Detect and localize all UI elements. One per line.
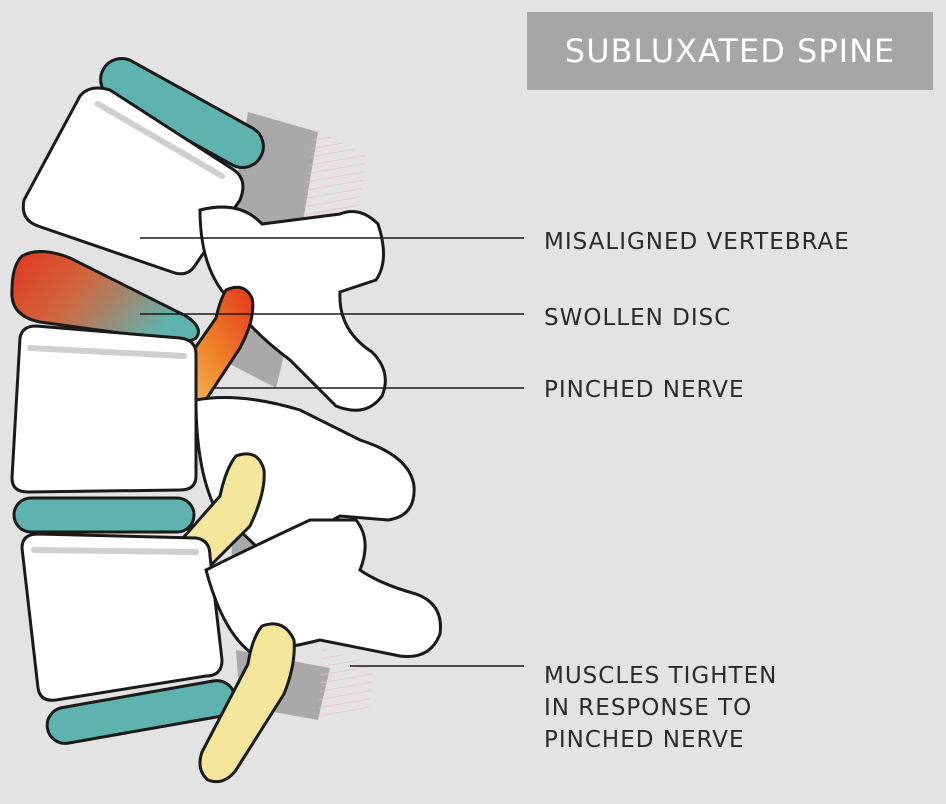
label-muscles-tighten: MUSCLES TIGHTEN IN RESPONSE TO PINCHED N…	[544, 660, 777, 756]
vertebra-top	[21, 86, 245, 276]
title-box: SUBLUXATED SPINE	[527, 12, 933, 90]
label-pinched-nerve: PINCHED NERVE	[544, 374, 745, 406]
leader-lines	[140, 237, 524, 667]
label-misaligned-text: MISALIGNED VERTEBRAE	[544, 229, 850, 255]
vertebra-lower	[20, 532, 224, 702]
label-swollen-text: SWOLLEN DISC	[544, 305, 732, 331]
label-muscles-line-3: PINCHED NERVE	[544, 727, 745, 753]
label-misaligned-vertebrae: MISALIGNED VERTEBRAE	[544, 226, 850, 258]
vertebra-middle	[10, 324, 198, 494]
label-pinched-text: PINCHED NERVE	[544, 377, 745, 403]
disc-middle	[12, 496, 196, 534]
label-muscles-line-2: IN RESPONSE TO	[544, 695, 753, 721]
label-muscles-line-1: MUSCLES TIGHTEN	[544, 663, 778, 689]
diagram-title: SUBLUXATED SPINE	[564, 32, 896, 70]
nerve-lower	[198, 622, 296, 784]
label-swollen-disc: SWOLLEN DISC	[544, 302, 731, 334]
